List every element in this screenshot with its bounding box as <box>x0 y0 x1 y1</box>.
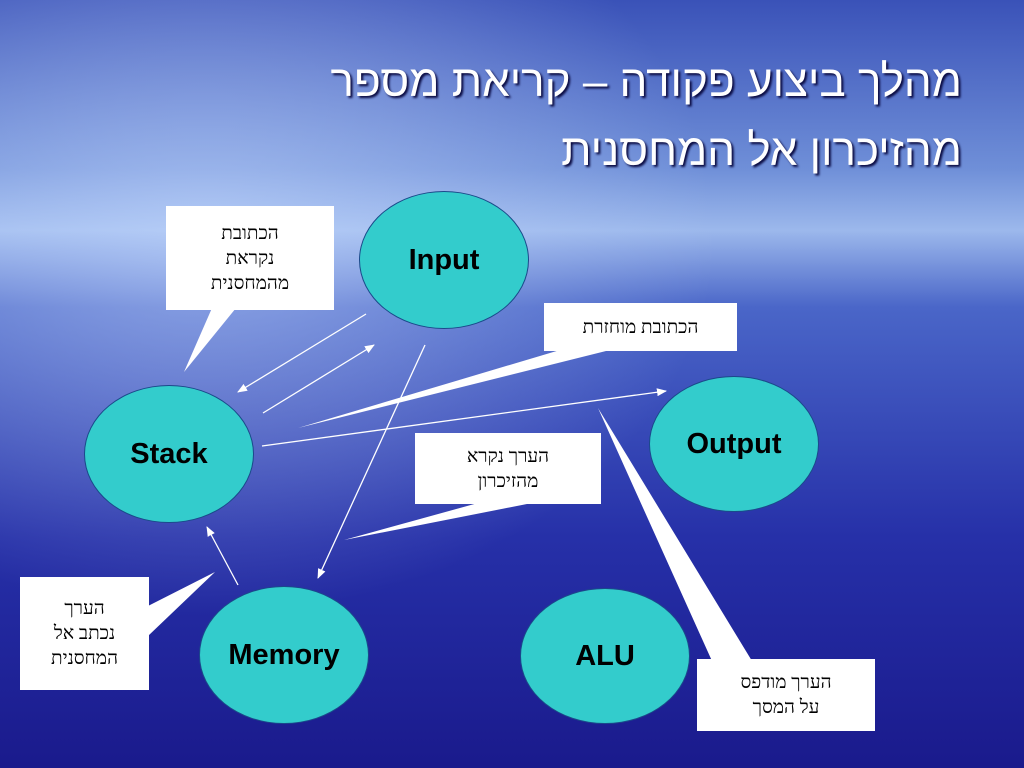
arrow-input-to-memory <box>317 344 426 579</box>
arrow-stack-to-input <box>262 344 375 414</box>
callout-value-written: הערך נכתב אל המחסנית <box>20 577 149 690</box>
memory-node: Memory <box>199 586 369 724</box>
callout-line: הכתובת מוחזרת <box>582 316 699 338</box>
arrow-input-to-stack <box>237 313 367 393</box>
stack-node-label: Stack <box>130 437 208 470</box>
input-node-label: Input <box>408 243 480 276</box>
callout-value-read: הערך נקרא מהזיכרון <box>415 433 601 504</box>
memory-node-label: Memory <box>228 638 340 671</box>
output-node-label: Output <box>686 427 782 460</box>
arrow-memory-to-stack <box>206 526 239 586</box>
callout-line: המחסנית <box>51 648 118 669</box>
stack-node: Stack <box>84 385 254 523</box>
callout-address-read: הכתובת נקראת מהמחסנית <box>166 206 334 310</box>
callout-line: נכתב אל <box>53 623 116 644</box>
callout-line: הכתובת <box>221 222 279 244</box>
callout-tail-address-returned <box>298 350 610 428</box>
callout-tail-value-written <box>148 572 215 636</box>
callout-value-printed: הערך מודפס על המסך <box>697 659 875 731</box>
callout-line: הערך מודפס <box>740 672 832 693</box>
slide-title-line-2: מהזיכרון אל המחסנית <box>561 126 962 175</box>
input-node: Input <box>359 191 529 329</box>
alu-node: ALU <box>520 588 690 724</box>
callout-line: מהזיכרון <box>477 470 539 492</box>
slide-title-line-1: מהלך ביצוע פקודה – קריאת מספר <box>330 57 963 106</box>
callout-tail-address-read <box>184 308 236 372</box>
callout-address-returned: הכתובת מוחזרת <box>544 303 737 351</box>
callout-tail-value-printed <box>598 408 752 661</box>
callout-line: הערך נקרא <box>466 445 550 467</box>
callout-line: על המסך <box>752 697 820 718</box>
callout-line: מהמחסנית <box>210 272 290 294</box>
callout-line: הערך <box>64 598 105 619</box>
callout-tail-value-read <box>344 503 532 540</box>
arrow-stack-to-output <box>261 388 667 447</box>
callout-line: נקראת <box>225 247 275 269</box>
alu-node-label: ALU <box>575 639 635 672</box>
output-node: Output <box>649 376 819 512</box>
